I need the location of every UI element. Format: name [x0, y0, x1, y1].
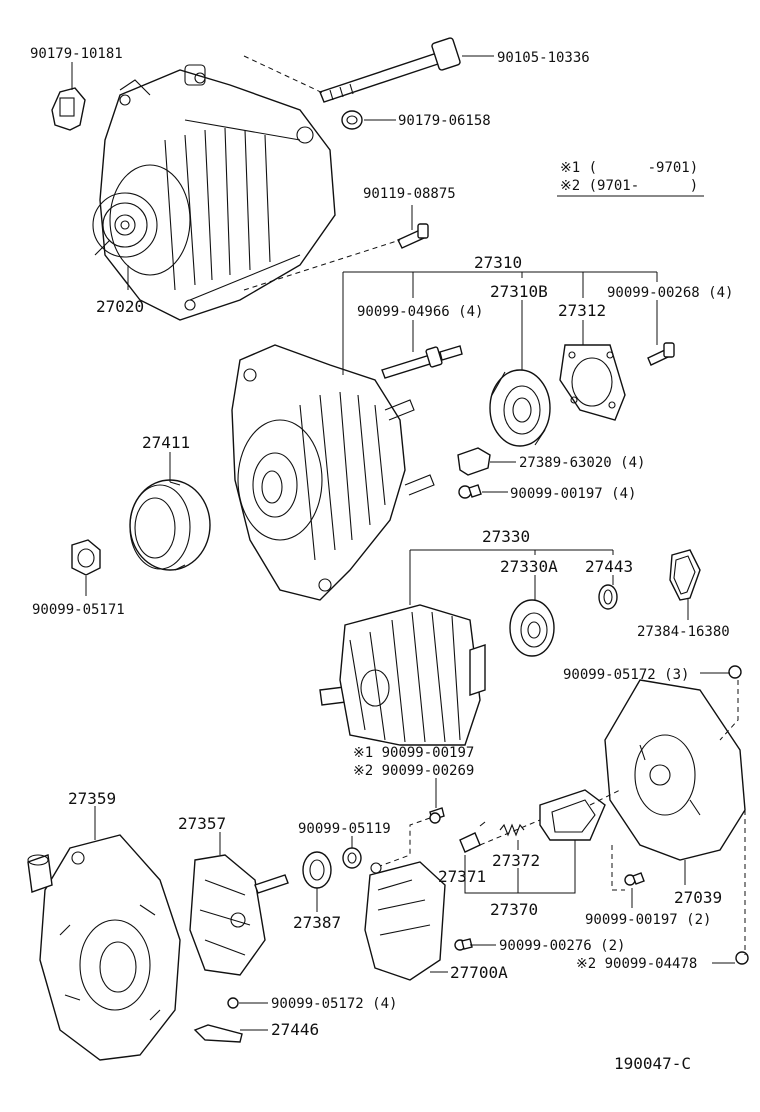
- screw-part-00197-2: [624, 872, 645, 886]
- rectifier-drawing: [189, 854, 289, 976]
- label-90099-05171: 90099-05171: [32, 602, 125, 618]
- retainer-plate-part: [559, 344, 626, 421]
- nut-part-top: [341, 110, 363, 130]
- stud-bolt-part: [381, 345, 463, 379]
- label-27310b: 27310B: [490, 282, 548, 301]
- terminal-insulator-part: [302, 851, 332, 889]
- label-27372: 27372: [492, 851, 540, 870]
- label-90179-10181: 90179-10181: [30, 46, 123, 62]
- diagram-code: 190047-C: [614, 1054, 691, 1073]
- label-27370: 27370: [490, 900, 538, 919]
- label-27330a: 27330A: [500, 557, 558, 576]
- label-90099-00276: 90099-00276 (2): [499, 938, 625, 954]
- label-27330: 27330: [482, 527, 530, 546]
- screw-part-top: [397, 223, 429, 249]
- label-90179-06158: 90179-06158: [398, 113, 491, 129]
- brush-holder-drawing: [539, 789, 606, 841]
- label-90099-04966: 90099-04966 (4): [357, 304, 483, 320]
- label-27700a: 27700A: [450, 963, 508, 982]
- label-27443: 27443: [585, 557, 633, 576]
- leader-lines: [71, 55, 746, 1031]
- legend-note-2: ※2 (9701- ): [560, 178, 698, 194]
- screw-part-00268: [647, 342, 675, 366]
- label-27020: 27020: [96, 297, 144, 316]
- label-27389-63020: 27389-63020 (4): [519, 455, 645, 471]
- label-90099-05172-4: 90099-05172 (4): [271, 996, 397, 1012]
- screw-part-04478: [735, 951, 749, 965]
- pulley-nut-part: [71, 539, 101, 576]
- sleeve-part: [27, 854, 53, 893]
- label-note1-90099-00197: ※1 90099-00197: [353, 745, 474, 761]
- rear-cover-drawing: [604, 679, 746, 861]
- label-27446: 27446: [271, 1020, 319, 1039]
- regulator-drawing: [364, 861, 446, 981]
- screw-part-05172-3: [728, 665, 742, 679]
- brush-part: [459, 821, 486, 853]
- pulley-part: [129, 479, 211, 571]
- label-27411: 27411: [142, 433, 190, 452]
- legend-note-1: ※1 ( -9701): [560, 160, 698, 176]
- label-90099-00268: 90099-00268 (4): [607, 285, 733, 301]
- bearing-part-27330a: [509, 599, 555, 657]
- label-27371: 27371: [438, 867, 486, 886]
- label-27357: 27357: [178, 814, 226, 833]
- label-90119-08875: 90119-08875: [363, 186, 456, 202]
- label-90099-00197-2: 90099-00197 (2): [585, 912, 711, 928]
- label-note2-90099-04478: ※2 90099-04478: [576, 956, 697, 972]
- ring-part: [598, 584, 618, 610]
- label-note2-90099-00269: ※2 90099-00269: [353, 763, 474, 779]
- label-90105-10336: 90105-10336: [497, 50, 590, 66]
- label-27312: 27312: [558, 301, 606, 320]
- insulator-part: [457, 447, 491, 476]
- callout-labels: 90179-10181 90105-10336 90179-06158 9011…: [30, 46, 733, 1073]
- label-90099-00197-4: 90099-00197 (4): [510, 486, 636, 502]
- label-90099-05172-3: 90099-05172 (3): [563, 667, 689, 683]
- bracket-part: [193, 1024, 243, 1043]
- screw-part-00197-4: [458, 484, 482, 499]
- label-27359: 27359: [68, 789, 116, 808]
- screw-part-05172-4: [227, 997, 239, 1009]
- screw-part-center: [429, 807, 445, 824]
- label-27310: 27310: [474, 253, 522, 272]
- label-27039: 27039: [674, 888, 722, 907]
- nut-part-05119: [342, 847, 362, 869]
- bearing-part-27310b: [489, 369, 551, 447]
- drive-end-frame-drawing: [231, 344, 435, 601]
- label-90099-05119: 90099-05119: [298, 821, 391, 837]
- label-27387: 27387: [293, 913, 341, 932]
- clip-part: [51, 87, 86, 131]
- rotor-drawing: [319, 604, 486, 746]
- gasket-part: [669, 549, 701, 601]
- screw-part-00276: [454, 938, 473, 951]
- rectifier-end-frame-drawing: [39, 834, 181, 1061]
- long-bolt-part: [319, 37, 461, 103]
- label-27384-16380: 27384-16380: [637, 624, 730, 640]
- spring-part: [499, 823, 525, 837]
- alternator-assembly-drawing: [92, 64, 336, 321]
